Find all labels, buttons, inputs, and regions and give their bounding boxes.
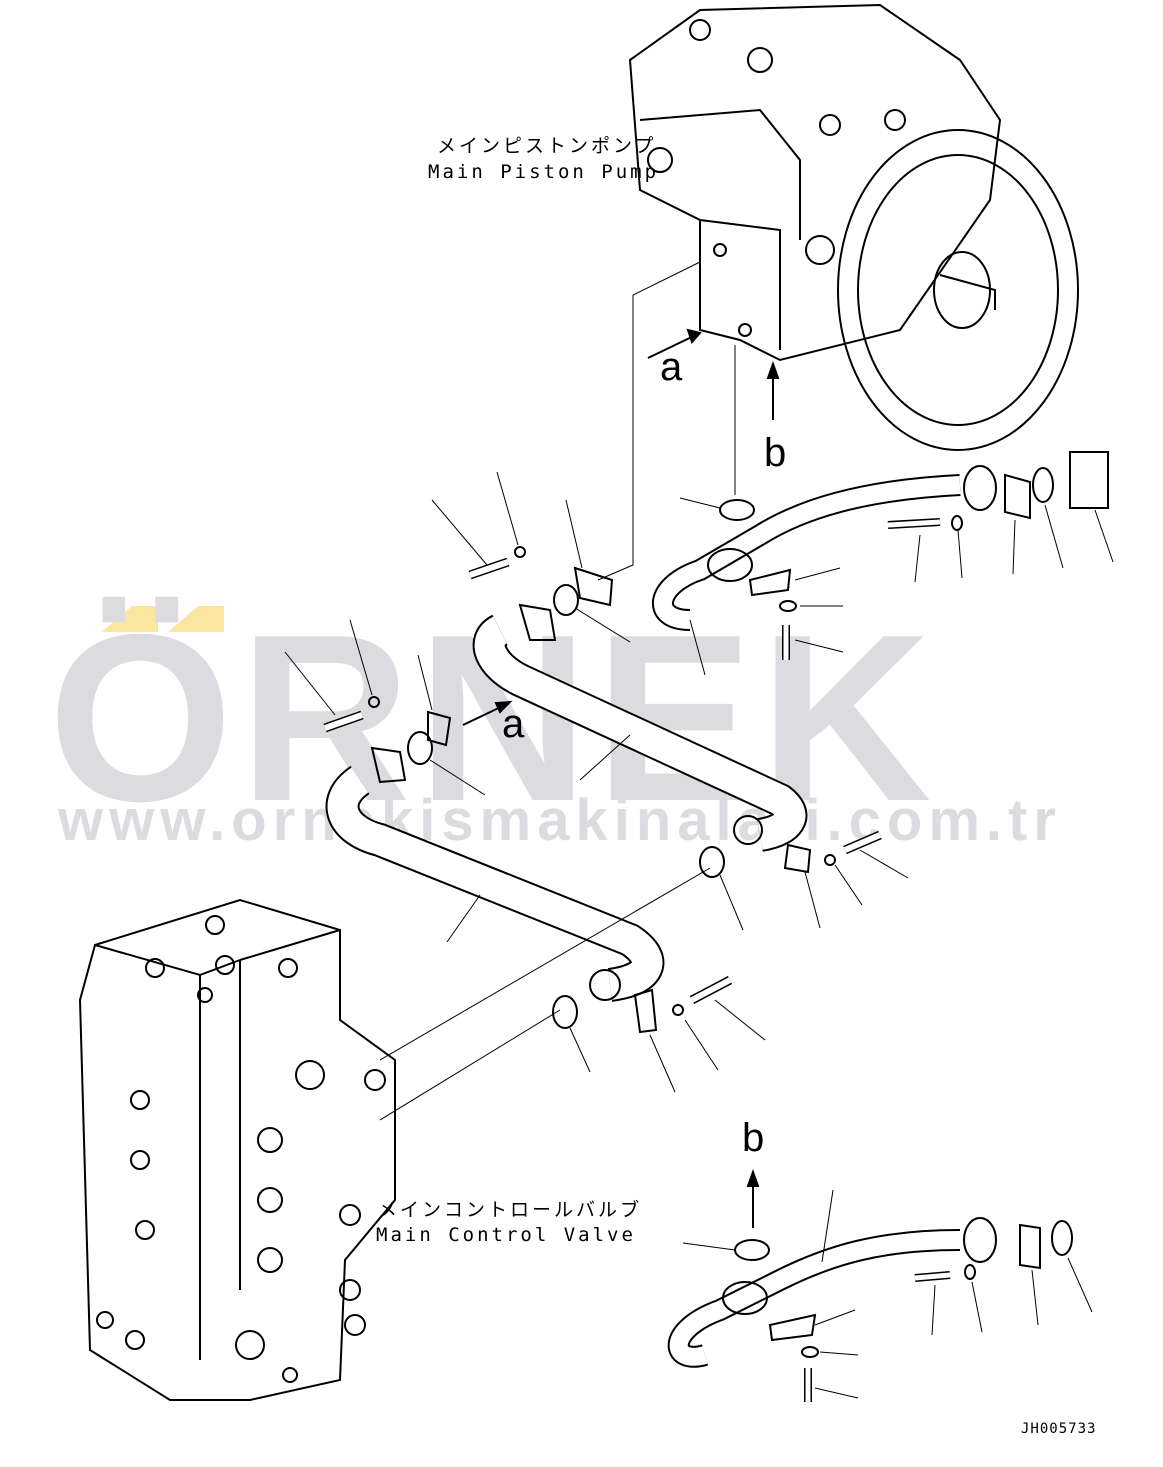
o-ring [1051, 1220, 1073, 1256]
split-clamp [1019, 1223, 1041, 1270]
leader-lines-lower [682, 1189, 1093, 1399]
tube-lower [325, 746, 665, 1002]
split-clamp [748, 568, 792, 597]
leader-line [597, 261, 701, 581]
o-ring [699, 846, 725, 878]
o-ring [552, 995, 578, 1029]
hose-lower-detail [667, 1217, 1073, 1402]
watermark-url: www.ornekismakinalari.com.tr [58, 788, 1062, 853]
drawing-code: JH005733 [1021, 1421, 1097, 1437]
view-arrow-a-pump [647, 328, 702, 359]
flange [707, 548, 753, 582]
leader-lines-upper-right [679, 497, 1114, 676]
view-arrow-a-clamp [462, 700, 513, 726]
block-plate [1069, 451, 1109, 509]
view-arrow-b-detail [746, 1169, 760, 1228]
valve-label-en: Main Control Valve [376, 1224, 636, 1246]
flange [963, 1217, 997, 1263]
o-ring [719, 499, 755, 521]
split-clamp [633, 988, 658, 1034]
o-ring [553, 584, 579, 616]
view-marker-b-detail: b [742, 1116, 765, 1160]
view-marker-a-clamp: a [502, 702, 525, 746]
split-clamp [768, 1313, 817, 1342]
split-clamp [427, 710, 452, 747]
o-ring [407, 731, 433, 765]
pump-label-jp: メインピストンポンプ [437, 135, 657, 157]
valve-ports [96, 915, 386, 1383]
flywheel-housing [837, 129, 1079, 451]
main-control-valve [78, 898, 396, 1401]
watermark-accent [168, 606, 224, 632]
o-ring [1032, 467, 1054, 503]
pump-label-en: Main Piston Pump [428, 161, 660, 183]
valve-label-jp: メインコントロールバルブ [378, 1199, 643, 1221]
shaft [933, 251, 991, 329]
view-arrow-b-pump [766, 361, 780, 420]
split-clamp [783, 843, 812, 874]
flange [733, 815, 763, 845]
flange [963, 465, 997, 511]
main-piston-pump [628, 3, 1079, 451]
hose-upper-right [652, 451, 1109, 660]
view-marker-a-pump: a [660, 345, 683, 389]
split-clamp [1004, 473, 1031, 520]
split-clamp [573, 566, 614, 607]
watermark-accent [102, 606, 158, 632]
tube-upper [472, 603, 808, 852]
o-ring [734, 1239, 770, 1261]
leader-lines-middle [284, 471, 909, 1121]
flange [722, 1281, 768, 1315]
fasteners-middle [323, 546, 882, 1034]
flange [589, 969, 621, 1001]
view-marker-b-pump: b [764, 431, 787, 475]
